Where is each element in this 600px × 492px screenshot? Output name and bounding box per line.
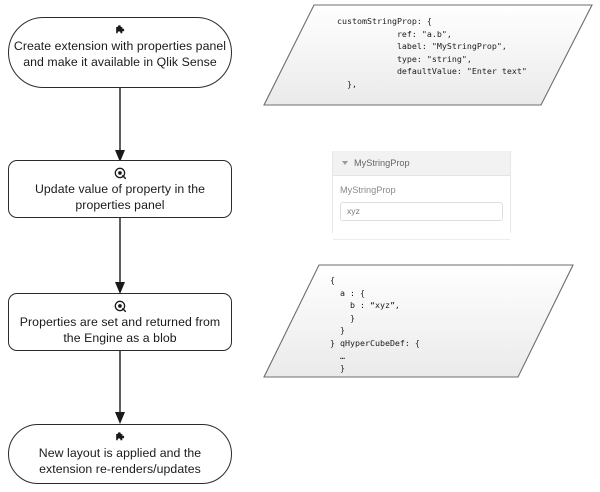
properties-panel-header[interactable]: MyStringProp [333, 151, 510, 176]
connector-2 [115, 216, 125, 294]
code-block-layout-blob: { a : { b : “xyz”, } } } qHyperCubeDef: … [262, 263, 575, 381]
node-new-layout[interactable]: New layout is applied and the extension … [8, 424, 232, 484]
property-value-input[interactable] [340, 201, 503, 221]
properties-panel: MyStringProp MyStringProp [332, 151, 511, 240]
node-label: Update value of property in the properti… [34, 182, 206, 212]
properties-panel-header-label: MyStringProp [354, 158, 410, 168]
properties-panel-divider [333, 232, 510, 240]
chevron-down-icon [342, 161, 348, 165]
node-update-value[interactable]: Update value of property in the properti… [8, 160, 232, 218]
connector-3 [115, 348, 125, 424]
code-text: customStringProp: { ref: "a.b", label: "… [337, 16, 527, 89]
property-field-label: MyStringProp [340, 185, 396, 195]
node-label: New layout is applied and the extension … [38, 446, 202, 476]
connector-1 [115, 86, 125, 162]
code-text: { a : { b : “xyz”, } } } qHyperCubeDef: … [330, 275, 420, 374]
qlik-engine-icon [114, 165, 127, 181]
node-label: Create extension with properties panel a… [13, 39, 227, 69]
properties-panel-body: MyStringProp [333, 176, 510, 232]
node-create-extension[interactable]: Create extension with properties panel a… [8, 17, 232, 88]
code-block-custom-string-prop: customStringProp: { ref: "a.b", label: "… [262, 3, 594, 109]
puzzle-piece-icon [114, 22, 127, 38]
node-properties-returned[interactable]: Properties are set and returned from the… [8, 293, 232, 351]
node-label: Properties are set and returned from the… [19, 315, 221, 345]
qlik-engine-icon [114, 298, 127, 314]
puzzle-piece-icon [114, 429, 127, 445]
